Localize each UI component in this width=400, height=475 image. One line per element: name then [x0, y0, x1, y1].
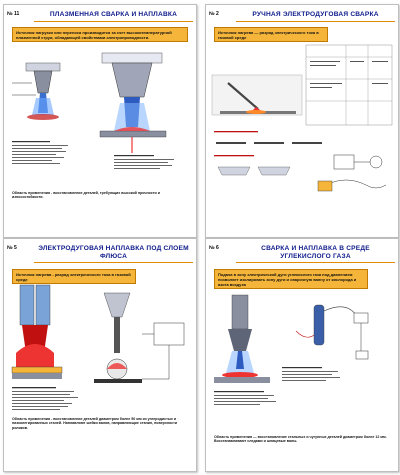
application-area-text: Область применения - восстановление дета… [12, 417, 178, 430]
poster-title-text: Сварка и наплавка в среде углекислого га… [261, 245, 370, 260]
poster-title-text: Ручная электродуговая сварка [252, 11, 379, 18]
submerged-arc-diagram [11, 284, 185, 410]
poster-co2-welding: № 6 Сварка и наплавка в среде углекислог… [205, 238, 399, 472]
poster-number: № 2 [209, 11, 219, 17]
legend-lines [12, 141, 174, 169]
application-area-text: Область применения - восстановление дета… [12, 191, 160, 200]
plasma-torch-diagram [12, 52, 174, 169]
poster-number: № 6 [209, 245, 219, 251]
left-torch-illustration [12, 62, 61, 120]
surfacing-head-illustration [11, 284, 63, 379]
poster-title-text: Плазменная сварка и наплавка [49, 11, 178, 18]
co2-welding-diagram [214, 294, 369, 405]
poster-manual-arc-welding: № 2 Ручная электродуговая сварка Источни… [205, 4, 399, 238]
legend-lines [214, 367, 340, 405]
poster-title: Плазменная сварка и наплавка [34, 11, 193, 22]
electrode-illustration [211, 74, 303, 116]
info-banner: Источник нагрева — разряд электрического… [214, 27, 328, 42]
gas-supply-illustration [295, 304, 369, 360]
legend-lines [12, 387, 78, 410]
poster-number: № 11 [7, 11, 20, 17]
poster-number: № 5 [7, 245, 17, 251]
circuit-diagrams [317, 154, 387, 192]
table-lines [305, 44, 393, 126]
poster-submerged-arc-surfacing: № 5 Электродуговая наплавка под слоем фл… [3, 238, 197, 472]
info-banner: Подача в зону электрической дуги углекис… [214, 269, 368, 289]
poster-plasma-welding: № 11 Плазменная сварка и наплавка Источн… [3, 4, 197, 238]
poster-title-text: Электродуговая наплавка под слоем флюса [38, 245, 189, 260]
poster-title: Ручная электродуговая сварка [236, 11, 395, 22]
application-area-text: Область применения — восстановление стал… [214, 435, 387, 444]
info-banner: Источник нагрузки или переноса производи… [12, 27, 188, 42]
info-banner: Источник нагрева - разряд электрического… [12, 269, 136, 284]
arc-welding-diagram [211, 44, 393, 192]
poster-title: Электродуговая наплавка под слоем флюса [34, 245, 193, 264]
power-circuit [142, 322, 185, 380]
right-torch-illustration [99, 52, 167, 153]
electrode-types-row [214, 131, 322, 176]
flux-hopper-illustration [94, 292, 142, 383]
gas-torch-illustration [214, 294, 270, 383]
poster-title: Сварка и наплавка в среде углекислого га… [236, 245, 395, 264]
